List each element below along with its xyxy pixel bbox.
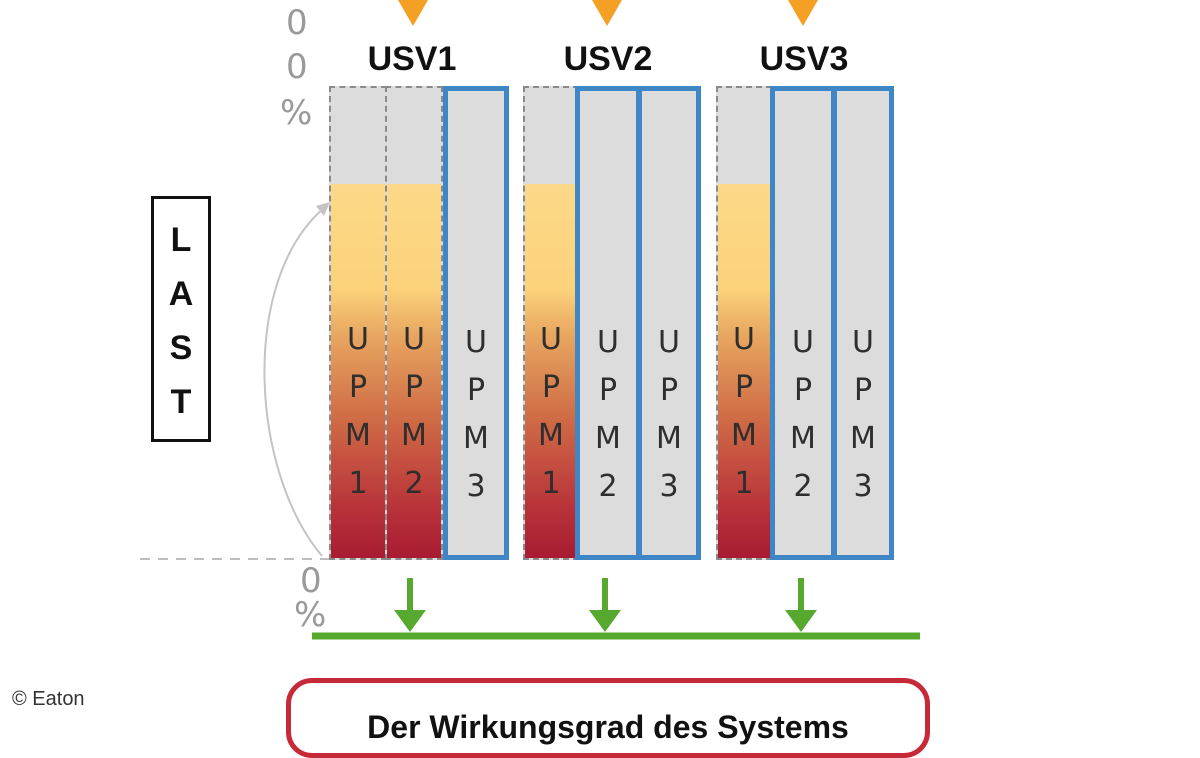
efficiency-box: Der Wirkungsgrad des Systems xyxy=(286,678,930,758)
efficiency-box-text: Der Wirkungsgrad des Systems xyxy=(367,709,849,745)
usv2-upm1-load-fill xyxy=(525,184,577,558)
axis-bottom-digit: 0 xyxy=(300,561,322,601)
load-letter: T xyxy=(170,383,192,421)
input-arrows xyxy=(398,0,818,26)
output-arrow-usv2 xyxy=(589,578,621,632)
load-label-box: L A S T xyxy=(151,196,211,442)
usv1-upm1-load-fill xyxy=(331,184,385,558)
usv1-title: USV1 xyxy=(367,40,457,78)
output-arrow-usv3 xyxy=(785,578,817,632)
axis-top-digit-2: 0 xyxy=(286,47,308,87)
usv1-upm2-load-fill xyxy=(387,184,441,558)
load-letter: S xyxy=(169,329,193,367)
load-curved-arrow-head xyxy=(316,202,330,216)
output-arrow-usv1 xyxy=(394,578,426,632)
input-arrow-usv3 xyxy=(788,0,818,26)
usv2-title: USV2 xyxy=(563,40,653,78)
axis-bottom-percent: % xyxy=(294,595,327,635)
load-letter: L xyxy=(170,221,192,259)
input-arrow-usv1 xyxy=(398,0,428,26)
copyright-text: © Eaton xyxy=(12,688,85,710)
usv3-upm1-load-fill xyxy=(718,184,770,558)
load-arrow-and-baseline xyxy=(140,202,330,560)
usv3-title: USV3 xyxy=(759,40,849,78)
input-arrow-usv2 xyxy=(592,0,622,26)
axis-top-percent: % xyxy=(280,93,313,133)
load-letter: A xyxy=(168,275,194,313)
axis-top-digit-1: 0 xyxy=(286,3,308,43)
load-curved-arrow xyxy=(263,207,325,557)
output-bus xyxy=(312,578,920,640)
